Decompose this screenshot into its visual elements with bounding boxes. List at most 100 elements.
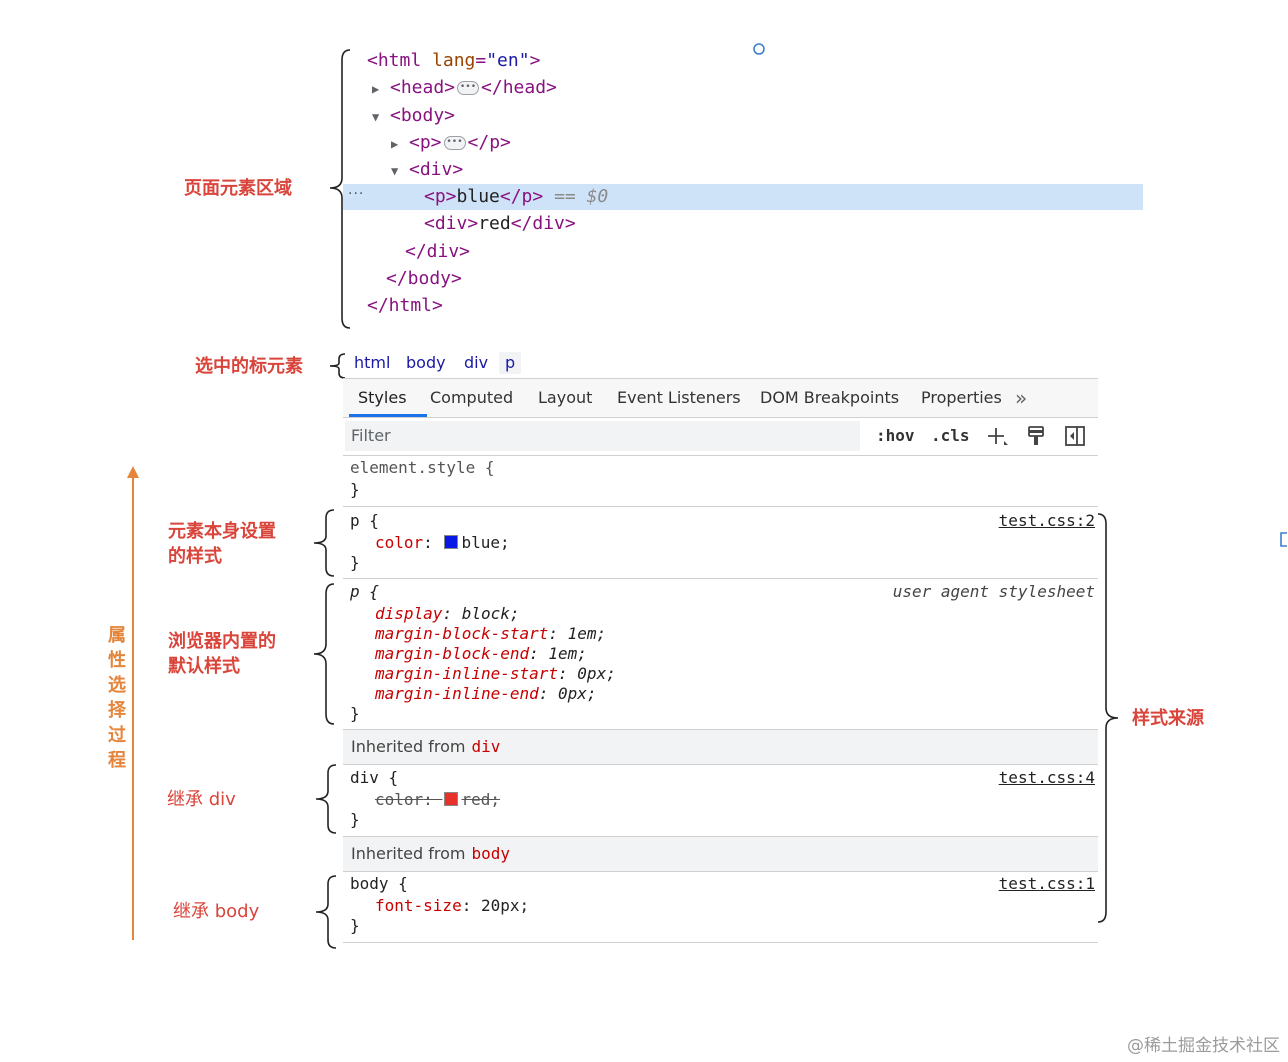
- tab-layout[interactable]: Layout: [538, 388, 593, 407]
- dom-node-div[interactable]: ▼<div>: [391, 157, 463, 184]
- p-author-source-link[interactable]: test.css:2: [998, 511, 1095, 530]
- filter-input[interactable]: Filter: [345, 421, 860, 451]
- annotation-selected-element: 选中的标元素: [195, 356, 303, 377]
- equals-sign: ==: [543, 186, 587, 207]
- styles-filter-bar: Filter :hov .cls: [343, 417, 1098, 456]
- dom-node-body[interactable]: ▼<body>: [372, 103, 455, 130]
- prop-name: color: [375, 790, 424, 809]
- lang-value: "en": [486, 50, 530, 71]
- annotation-ua-style-line2: 默认样式: [168, 656, 240, 677]
- dom-node-selected-p[interactable]: <p>blue</p> == $0: [424, 184, 608, 210]
- div-text: red: [478, 213, 511, 234]
- new-rule-plus-icon[interactable]: [986, 426, 1010, 448]
- brace-inherit-body-icon: [315, 875, 337, 949]
- collapse-triangle-icon[interactable]: ▼: [372, 110, 380, 124]
- div-decl-color-overridden[interactable]: color: red;: [375, 790, 500, 809]
- p-open: <p>: [409, 132, 442, 153]
- prop-name: display: [375, 604, 443, 623]
- annotation-inherit-body: 继承 body: [173, 901, 260, 922]
- breadcrumb-div[interactable]: div: [464, 353, 489, 372]
- div-close: }: [350, 810, 360, 829]
- process-arrow-icon: [127, 466, 139, 940]
- node-actions-ellipsis[interactable]: ···: [348, 186, 365, 202]
- color-swatch-red[interactable]: [444, 792, 459, 806]
- p-ua-decl-margin-block-start: margin-block-start: 1em;: [375, 624, 607, 643]
- element-style-selector[interactable]: element.style {: [350, 458, 495, 477]
- div-open: <div>: [424, 213, 479, 234]
- process-char-6: 程: [108, 750, 126, 771]
- dom-node-html[interactable]: <html lang="en">: [367, 48, 540, 74]
- body-decl-font-size[interactable]: font-size: 20px;: [375, 896, 530, 915]
- tag-close: >: [529, 50, 541, 71]
- hov-button[interactable]: :hov: [876, 426, 915, 445]
- html-tag: <html: [367, 50, 422, 71]
- prop-value: red;: [461, 790, 500, 809]
- color-swatch-blue[interactable]: [444, 535, 459, 549]
- body-source-link[interactable]: test.css:1: [998, 874, 1095, 893]
- dom-node-div-red[interactable]: <div>red</div>: [424, 211, 576, 237]
- rule-element-style: element.style { }: [343, 456, 1098, 507]
- breadcrumb-p[interactable]: p: [499, 352, 522, 374]
- collapsed-ellipsis-icon[interactable]: •••: [457, 81, 480, 95]
- brace-style-source-icon: [1097, 513, 1119, 923]
- cls-button[interactable]: .cls: [931, 426, 970, 445]
- tab-properties[interactable]: Properties: [921, 388, 1002, 407]
- rule-p-author: p { test.css:2 color: blue; }: [343, 507, 1098, 579]
- more-tabs-chevron-icon[interactable]: »: [1015, 386, 1028, 410]
- prop-value: blue;: [461, 533, 510, 552]
- body-selector[interactable]: body {: [350, 874, 408, 893]
- active-tab-indicator: [349, 414, 427, 417]
- expand-triangle-icon[interactable]: ▶: [391, 137, 399, 151]
- inherited-tag-link[interactable]: body: [471, 844, 510, 863]
- breadcrumb-html[interactable]: html: [354, 353, 391, 372]
- dom-node-p[interactable]: ▶ <p>•••</p>: [391, 130, 511, 157]
- cursor-circle-icon: [753, 43, 765, 55]
- p-ua-selector: p {: [350, 582, 379, 601]
- tab-event-listeners[interactable]: Event Listeners: [617, 388, 741, 407]
- selected-node-highlight: [343, 184, 1143, 210]
- rule-body: body { test.css:1 font-size: 20px; }: [343, 872, 1098, 943]
- collapsed-ellipsis-icon[interactable]: •••: [443, 136, 466, 150]
- lang-attr: lang: [421, 50, 476, 71]
- tab-dom-breakpoints[interactable]: DOM Breakpoints: [760, 388, 900, 407]
- inherited-tag-link[interactable]: div: [471, 737, 501, 756]
- paint-brush-icon[interactable]: [1026, 425, 1046, 447]
- styles-tabbar: Styles Computed Layout Event Listeners D…: [343, 378, 1098, 418]
- p-author-selector[interactable]: p {: [350, 511, 379, 530]
- annotation-inherit-div: 继承 div: [167, 789, 236, 810]
- tab-styles[interactable]: Styles: [358, 388, 407, 407]
- brace-ua-style-icon: [313, 583, 335, 725]
- toggle-sidebar-icon[interactable]: [1064, 425, 1086, 447]
- collapse-triangle-icon[interactable]: ▼: [391, 164, 399, 178]
- dom-node-body-close[interactable]: </body>: [386, 266, 462, 292]
- div-source-link[interactable]: test.css:4: [998, 768, 1095, 787]
- rule-div: div { test.css:4 color: red; }: [343, 765, 1098, 837]
- prop-value: 1em;: [567, 624, 607, 643]
- p-close: </p>: [467, 132, 511, 153]
- dom-node-div-close[interactable]: </div>: [405, 239, 470, 265]
- brace-inherit-div-icon: [315, 764, 337, 834]
- expand-triangle-icon[interactable]: ▶: [372, 82, 380, 96]
- p-author-decl-color[interactable]: color: blue;: [375, 533, 510, 552]
- div-close: </div>: [405, 241, 471, 262]
- annotation-ua-style-line1: 浏览器内置的: [168, 631, 276, 652]
- dom-node-head[interactable]: ▶<head>•••</head>: [372, 75, 557, 102]
- dom-node-html-close[interactable]: </html>: [367, 293, 443, 319]
- console-ref: $0: [586, 186, 609, 207]
- p-ua-decl-margin-inline-end: margin-inline-end: 0px;: [375, 684, 597, 703]
- tab-computed[interactable]: Computed: [430, 388, 514, 407]
- breadcrumb-body[interactable]: body: [406, 353, 446, 372]
- process-char-1: 属: [108, 625, 126, 646]
- annotation-style-source: 样式来源: [1132, 708, 1204, 729]
- head-open: <head>: [390, 77, 456, 98]
- watermark: @稀土掘金技术社区: [1127, 1036, 1280, 1056]
- div-selector[interactable]: div {: [350, 768, 399, 787]
- prop-value: block;: [461, 604, 520, 623]
- html-close: </html>: [367, 295, 443, 316]
- prop-name: font-size: [375, 896, 462, 915]
- prop-value: 1em;: [548, 644, 587, 663]
- p-ua-decl-margin-block-end: margin-block-end: 1em;: [375, 644, 587, 663]
